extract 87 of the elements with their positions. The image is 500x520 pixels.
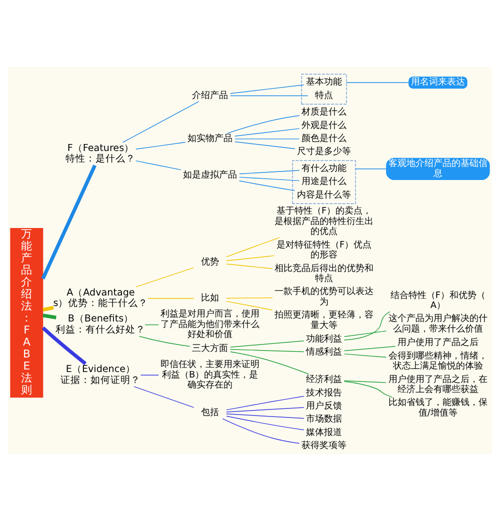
connector bbox=[344, 380, 387, 382]
node-text: 用途是什么 bbox=[302, 176, 347, 187]
connector bbox=[344, 353, 387, 358]
connector bbox=[134, 386, 194, 408]
node-text: 内容是什么等 bbox=[297, 190, 352, 200]
node-text: 结合特性（F）和优势（A） bbox=[390, 290, 486, 311]
node-text: 经济利益 bbox=[306, 374, 342, 385]
connector bbox=[144, 324, 159, 325]
node-box: 万能产品介绍法：FABE法则 bbox=[10, 227, 44, 398]
connector bbox=[230, 94, 308, 96]
node-text: 外观是什么 bbox=[302, 120, 347, 130]
node-box: 客观地介绍产品的基础信息 bbox=[386, 157, 490, 180]
cluster bbox=[292, 160, 356, 204]
connector bbox=[222, 418, 300, 444]
connector bbox=[234, 128, 300, 136]
connector bbox=[138, 335, 190, 346]
node-text: 会得到哪些精神，情绪，状态上满足愉悦的体验 bbox=[388, 350, 488, 372]
connector bbox=[136, 266, 194, 287]
node-text: 相比竞品后得出的优势和特点 bbox=[274, 263, 374, 284]
connector bbox=[226, 415, 304, 430]
node-text: 是对特征特性（F）优点的形容 bbox=[276, 240, 372, 260]
node-text: 一款手机的优势可以表达为 bbox=[274, 286, 374, 307]
node-text: 材质是什么 bbox=[302, 107, 347, 118]
node-text: 用户使用了产品之后，在经济上会有哪些获益 bbox=[388, 374, 488, 394]
node-text: 介绍产品 bbox=[192, 90, 228, 100]
connector bbox=[230, 350, 310, 374]
connector bbox=[344, 330, 387, 336]
connector bbox=[41, 164, 96, 279]
connector bbox=[355, 168, 387, 169]
node-text: 比如 bbox=[201, 293, 220, 304]
connector bbox=[226, 254, 275, 261]
node-text: 情感利益 bbox=[306, 346, 342, 357]
node-text: 如是虚拟产品 bbox=[183, 170, 238, 180]
node-text: 基本功能 bbox=[306, 77, 342, 88]
connector bbox=[238, 180, 296, 191]
node-text: 尺寸是多少等 bbox=[297, 146, 352, 157]
connector bbox=[344, 310, 390, 340]
cluster bbox=[301, 73, 347, 104]
connector bbox=[344, 380, 393, 398]
node-text: 基于特性（F）的卖点，是根据产品的特性衍生出的优点 bbox=[274, 206, 374, 236]
connector bbox=[42, 305, 54, 311]
connector bbox=[230, 340, 304, 347]
connector bbox=[226, 296, 273, 298]
connector bbox=[226, 300, 273, 310]
node-text: 获得奖项等 bbox=[302, 440, 347, 451]
node-text: 媒体报道 bbox=[306, 427, 342, 438]
node-text: 功能利益 bbox=[306, 334, 342, 344]
node-text: B（Benefits）利益：有什么好处？ bbox=[56, 313, 146, 335]
connector bbox=[227, 114, 300, 134]
node-text: 用户使用了产品之后 bbox=[397, 337, 478, 348]
connector bbox=[226, 236, 280, 257]
connector bbox=[42, 313, 56, 319]
connector bbox=[239, 169, 300, 174]
node-text: 利益是对用户而言，使用了产品能为他们带来什么好处和价值 bbox=[160, 309, 260, 340]
connector bbox=[239, 176, 300, 181]
connector bbox=[136, 141, 186, 150]
node-text: 拍照更清晰，更轻薄，容量大等 bbox=[274, 310, 374, 330]
connector bbox=[140, 374, 159, 376]
node-text: A（Advantages）优势：能干什么？ bbox=[53, 286, 148, 309]
node-text: 优势 bbox=[201, 257, 220, 268]
connector bbox=[226, 413, 304, 418]
node-text: 用户反馈 bbox=[306, 400, 342, 411]
connector bbox=[234, 140, 296, 149]
node-text: 有什么功能 bbox=[302, 164, 347, 174]
connector bbox=[226, 263, 273, 269]
connector bbox=[226, 406, 304, 412]
node-text: 包括 bbox=[201, 408, 220, 418]
connector bbox=[42, 326, 87, 365]
connector bbox=[230, 348, 304, 352]
node-text: 颜色是什么 bbox=[302, 134, 347, 144]
connector bbox=[136, 160, 182, 170]
node-text: 市场数据 bbox=[306, 414, 342, 424]
connector bbox=[234, 138, 300, 139]
node-box: 用名词来表达 bbox=[408, 76, 468, 88]
node-text: 如实物产品 bbox=[188, 134, 233, 144]
node-text: 特点 bbox=[315, 90, 334, 100]
connector bbox=[226, 395, 304, 410]
node-text: F（Features）特性：是什么？ bbox=[66, 142, 136, 164]
node-text: 比如省钱了，能赚钱，保值/增值等 bbox=[388, 398, 488, 418]
node-text: 这个产品为用户解决的什么问题，带来什么价值 bbox=[388, 314, 488, 334]
node-text: 技术报告 bbox=[306, 388, 342, 398]
connector bbox=[230, 84, 304, 94]
node-text: E（Evidence）证据：如何证明？ bbox=[60, 364, 141, 386]
connector bbox=[122, 100, 200, 142]
node-text: 即信任状，主要用来证明利益（B）的真实性，是确实存在的 bbox=[160, 360, 260, 390]
node-text: 三大方面 bbox=[192, 343, 228, 354]
connector bbox=[344, 346, 396, 351]
